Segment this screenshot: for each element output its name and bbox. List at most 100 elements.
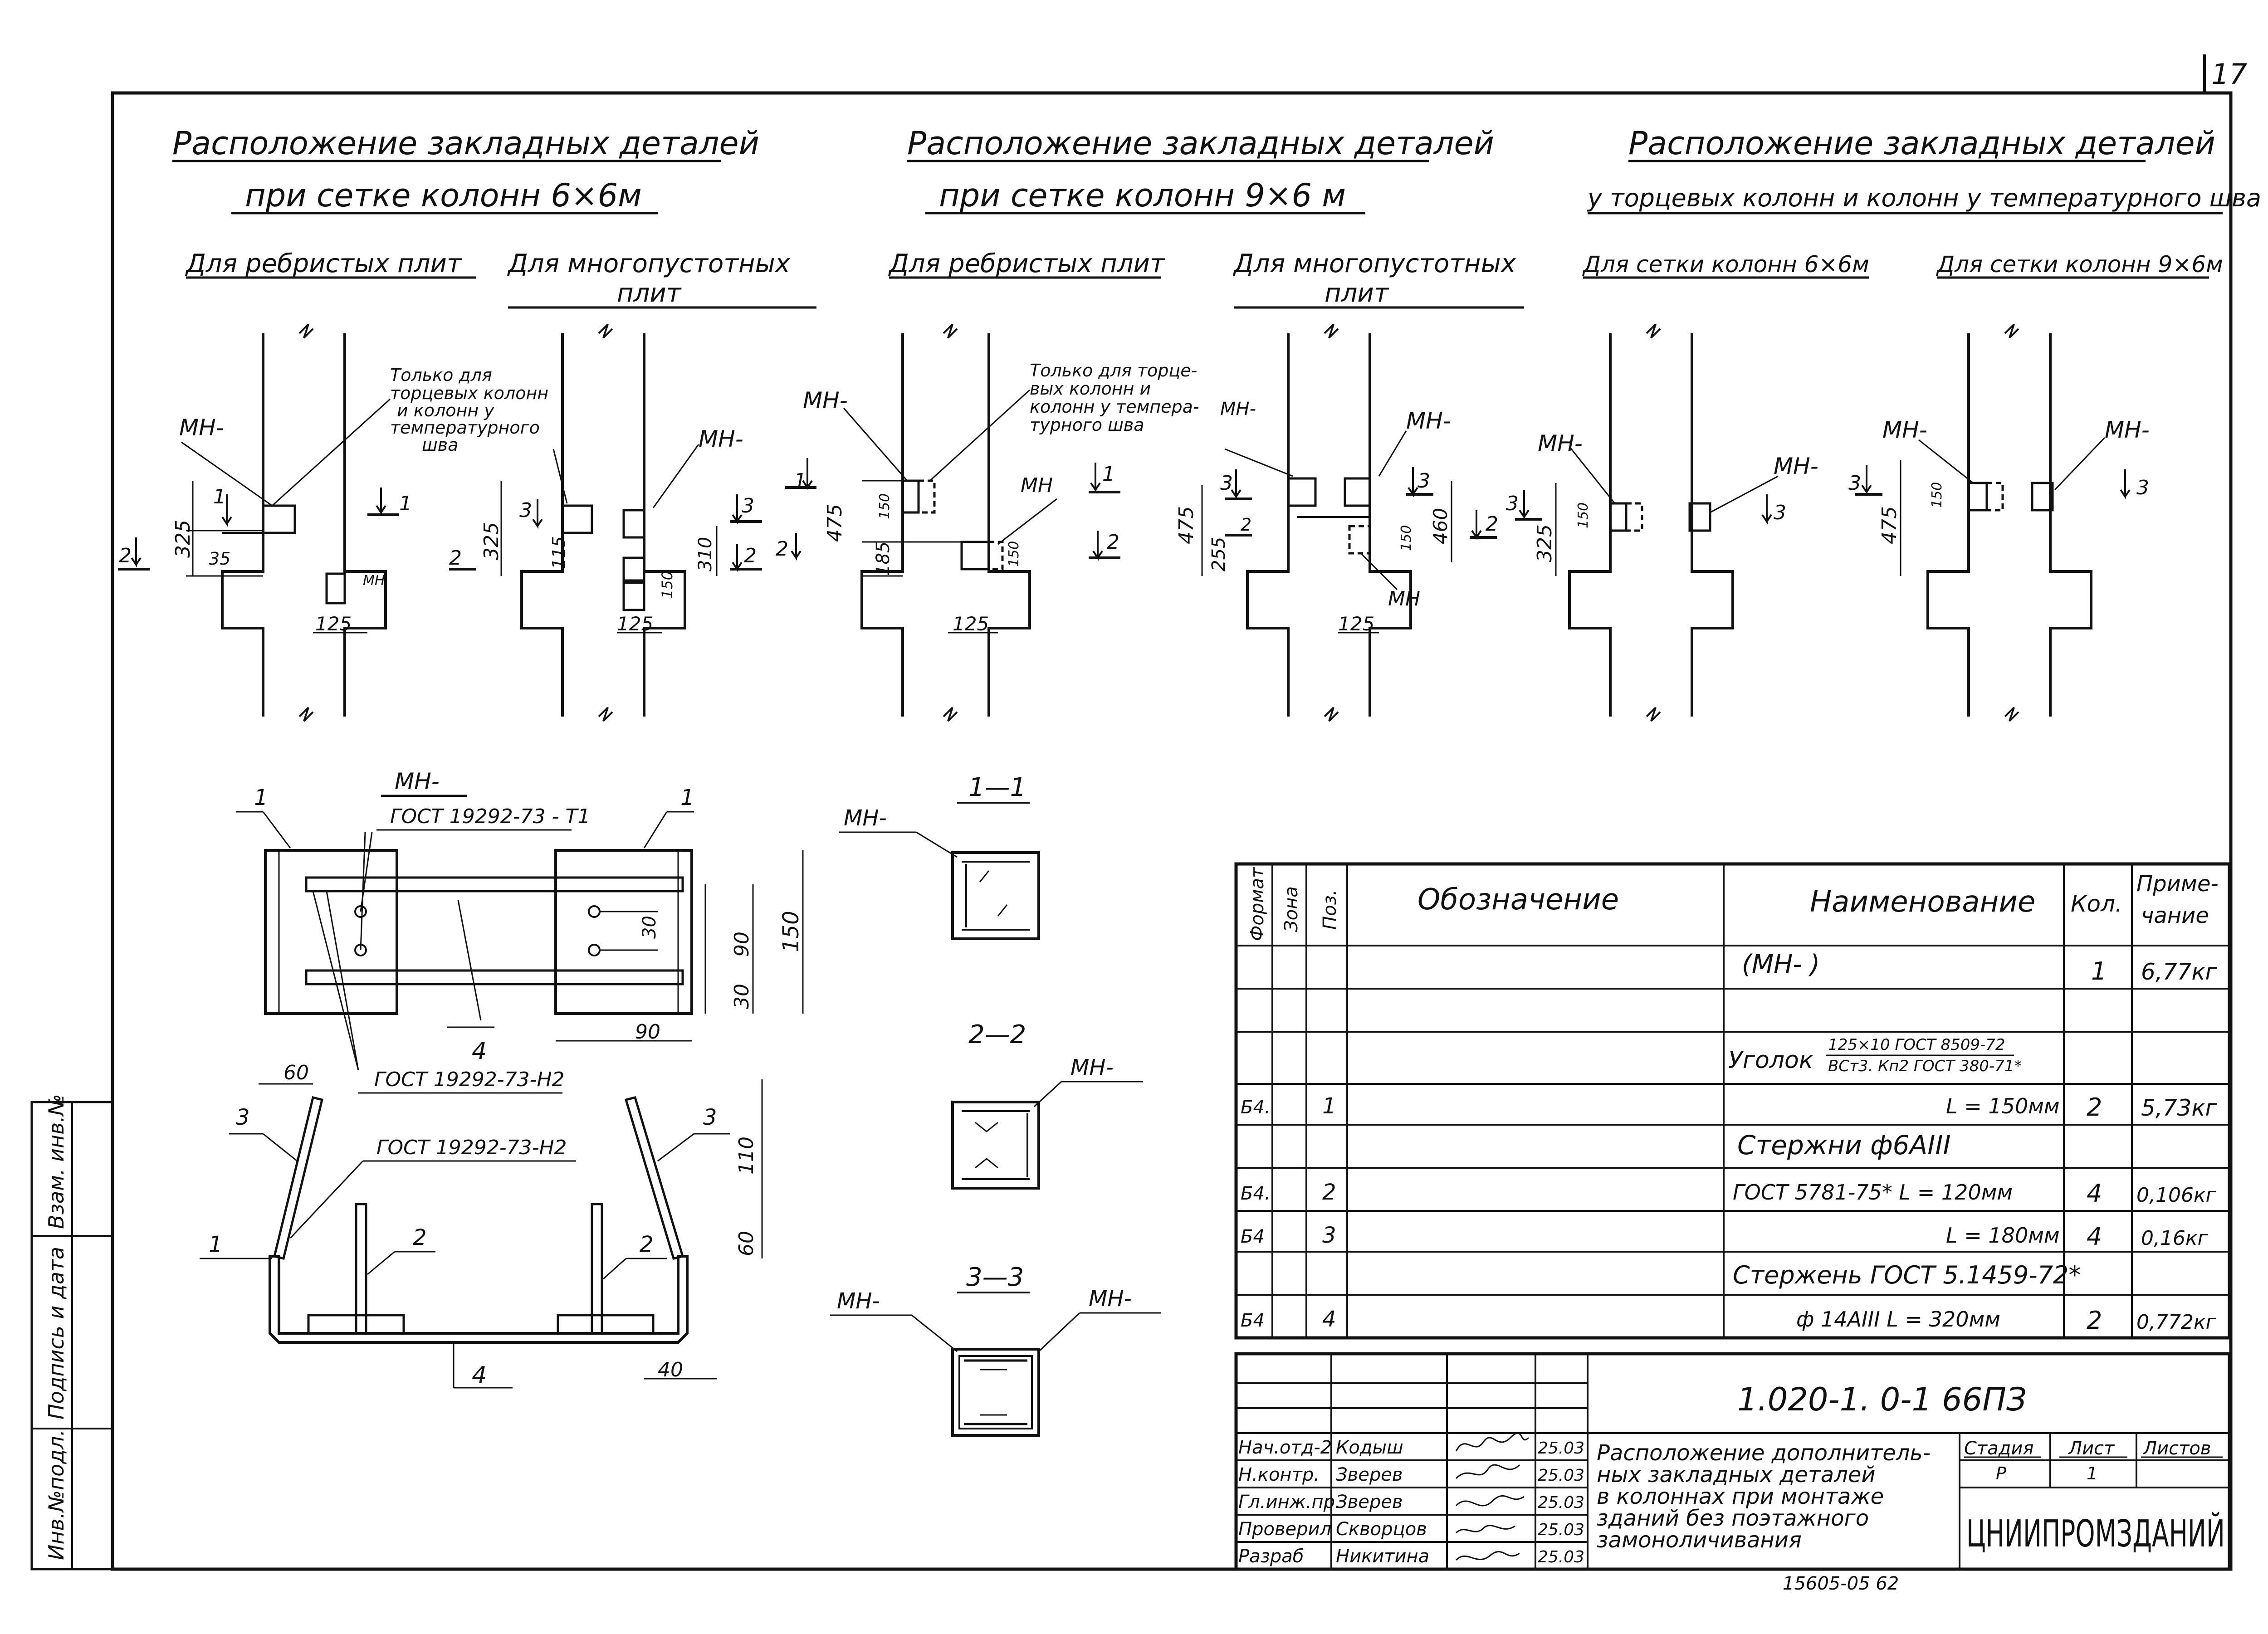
- bottom-stamp: 15605-05 62: [1783, 1573, 1899, 1594]
- mn-label: МН-: [1070, 1055, 1114, 1080]
- spec-format: Б4: [1241, 1226, 1265, 1247]
- note-line: шва: [422, 435, 458, 455]
- elevation-view-1: МН- Только для торцевых колонн и колонн …: [118, 323, 548, 722]
- spec-pos: 2: [1322, 1180, 1336, 1205]
- tb-role: Гл.инж.пр.: [1238, 1492, 1341, 1512]
- pos-label: 1: [209, 1232, 223, 1257]
- tb-name: Никитина: [1336, 1546, 1429, 1567]
- dim-label: 185: [873, 541, 894, 576]
- subheading-ribbed-1: Для ребристых плит: [185, 249, 462, 278]
- bar-pos2-right: [591, 1203, 603, 1335]
- subheading-grid-6x6: Для сетки колонн 6×6м: [1582, 251, 1869, 278]
- mn-label: МН-: [179, 415, 224, 441]
- dim-label: 150: [1006, 541, 1022, 567]
- spec-qty: 2: [2087, 1093, 2102, 1122]
- tb-name: Скворцов: [1336, 1519, 1427, 1540]
- header-pos: Поз.: [1320, 889, 1340, 930]
- spec-name: Стержни ф6АIII: [1737, 1130, 1951, 1161]
- bar-pos3-left: [273, 1096, 324, 1260]
- mn-label: МН-: [699, 426, 743, 452]
- tb-name: Кодыш: [1336, 1437, 1403, 1458]
- tb-title-line: замоноличивания: [1597, 1527, 1802, 1553]
- pos-label: 3: [236, 1105, 250, 1130]
- heading-3-line1: Расположение закладных деталей: [1628, 125, 2215, 162]
- dim-label: 40: [658, 1358, 683, 1381]
- spec-name: Стержень ГОСТ 5.1459-72*: [1733, 1261, 2081, 1289]
- section-1-1: [951, 851, 1040, 940]
- section-mark: 2: [776, 537, 788, 561]
- dim-label: 125: [617, 613, 653, 635]
- header-format: Формат: [1247, 867, 1268, 941]
- dim-label: 475: [1175, 506, 1198, 544]
- spec-note: 0,772кг: [2136, 1311, 2217, 1334]
- spec-note: 0,16кг: [2141, 1227, 2209, 1250]
- dim-label: 460: [1429, 508, 1452, 544]
- bar-bottom: [305, 969, 684, 985]
- gost-t1-label: ГОСТ 19292-73 - Т1: [390, 805, 590, 828]
- dim-label: 60: [284, 1061, 309, 1084]
- pos-label: 3: [703, 1105, 717, 1130]
- elevation-view-6: МН- МН- 475 150 3 3: [1848, 323, 2150, 722]
- dim-label: 475: [1878, 506, 1901, 544]
- heading-end-columns: Расположение закладных деталей у торцевы…: [1587, 125, 2261, 215]
- tb-name: Зверев: [1336, 1492, 1403, 1512]
- subheading-hollow-1a: Для многопустотных: [507, 249, 791, 278]
- tb-role: Нач.отд-2: [1238, 1437, 1332, 1458]
- dim-label: 255: [1208, 537, 1229, 571]
- side-profile: [269, 1255, 689, 1344]
- side-stamp: Инв.№подл. Подпись и дата Взам. инв.№: [30, 1094, 114, 1571]
- tb-title-line: зданий без поэтажного: [1597, 1506, 1869, 1531]
- inv-dup-label: Взам. инв.№: [44, 1094, 68, 1229]
- mn-label: МН-: [1089, 1286, 1132, 1312]
- dim-label: 125: [953, 613, 989, 635]
- dim-label: 150: [778, 911, 804, 952]
- section-mark: 3: [2136, 476, 2149, 499]
- spec-qty: 4: [2087, 1179, 2102, 1208]
- section-mark: 3: [1220, 472, 1233, 495]
- spec-fraction-top: 125×10 ГОСТ 8509-72: [1828, 1036, 2005, 1054]
- title-block: 1.020-1. 0-1 66ПЗ Нач.отд-2 Кодыш 25.03 …: [1234, 1352, 2231, 1571]
- subheading-hollow-1b: плит: [617, 278, 682, 308]
- elevation-view-2: МН- 325 115 150 310 3 2 3 2 125: [449, 323, 762, 722]
- spec-name: L = 180мм: [1946, 1223, 2060, 1248]
- spec-qty: 2: [2087, 1306, 2102, 1335]
- detail-title: МН-: [395, 768, 440, 795]
- heading-grid-9x6: Расположение закладных деталей при сетке…: [907, 125, 1494, 215]
- section-mark: 2: [744, 544, 757, 567]
- spec-note: 0,106кг: [2136, 1184, 2217, 1207]
- note-line: торцевых колонн: [390, 383, 548, 403]
- dim-label: 115: [549, 536, 569, 569]
- spec-format: Б4: [1241, 1310, 1265, 1331]
- section-mark: 2: [1107, 531, 1119, 554]
- section-mark: 2: [119, 544, 132, 567]
- section-mark: 1: [399, 492, 412, 515]
- section-mark: 2: [1241, 515, 1251, 535]
- header-note-a: Приме-: [2136, 871, 2219, 897]
- section-mark: 3: [1418, 469, 1430, 493]
- subheading-hollow-2a: Для многопустотных: [1232, 249, 1516, 278]
- angle-plate-right: [554, 849, 693, 1015]
- dim-label: 125: [1338, 613, 1374, 635]
- dim-label: 310: [695, 537, 716, 571]
- section-mark: 3: [1848, 472, 1861, 495]
- note-line: Только для торце-: [1030, 361, 1197, 380]
- note-line: вых колонн и: [1030, 379, 1151, 399]
- note-line: Только для: [390, 365, 492, 385]
- tb-role: Разраб: [1238, 1546, 1304, 1567]
- mn-detail: МН- ГОСТ 19292-73 - Т1 1 1 4 30 90 30: [200, 768, 804, 1389]
- header-designation: Обозначение: [1418, 883, 1619, 917]
- signatures: [1455, 1432, 1530, 1561]
- section-mark: 1: [1102, 463, 1115, 486]
- bar-pos2-left: [355, 1203, 367, 1335]
- mn-label: МН-: [1220, 399, 1256, 419]
- tb-role: Н.контр.: [1238, 1464, 1320, 1485]
- sign-date-label: Подпись и дата: [44, 1247, 68, 1419]
- dim-label: 325: [480, 522, 503, 560]
- header-qty: Кол.: [2071, 891, 2122, 917]
- pos-label: 2: [413, 1225, 427, 1250]
- tb-role: Проверил: [1238, 1519, 1331, 1540]
- spec-qty: 1: [2091, 957, 2107, 985]
- tb-date: 25.03: [1538, 1466, 1584, 1485]
- dim-label: 60: [735, 1231, 758, 1256]
- dim-label: 35: [209, 549, 230, 569]
